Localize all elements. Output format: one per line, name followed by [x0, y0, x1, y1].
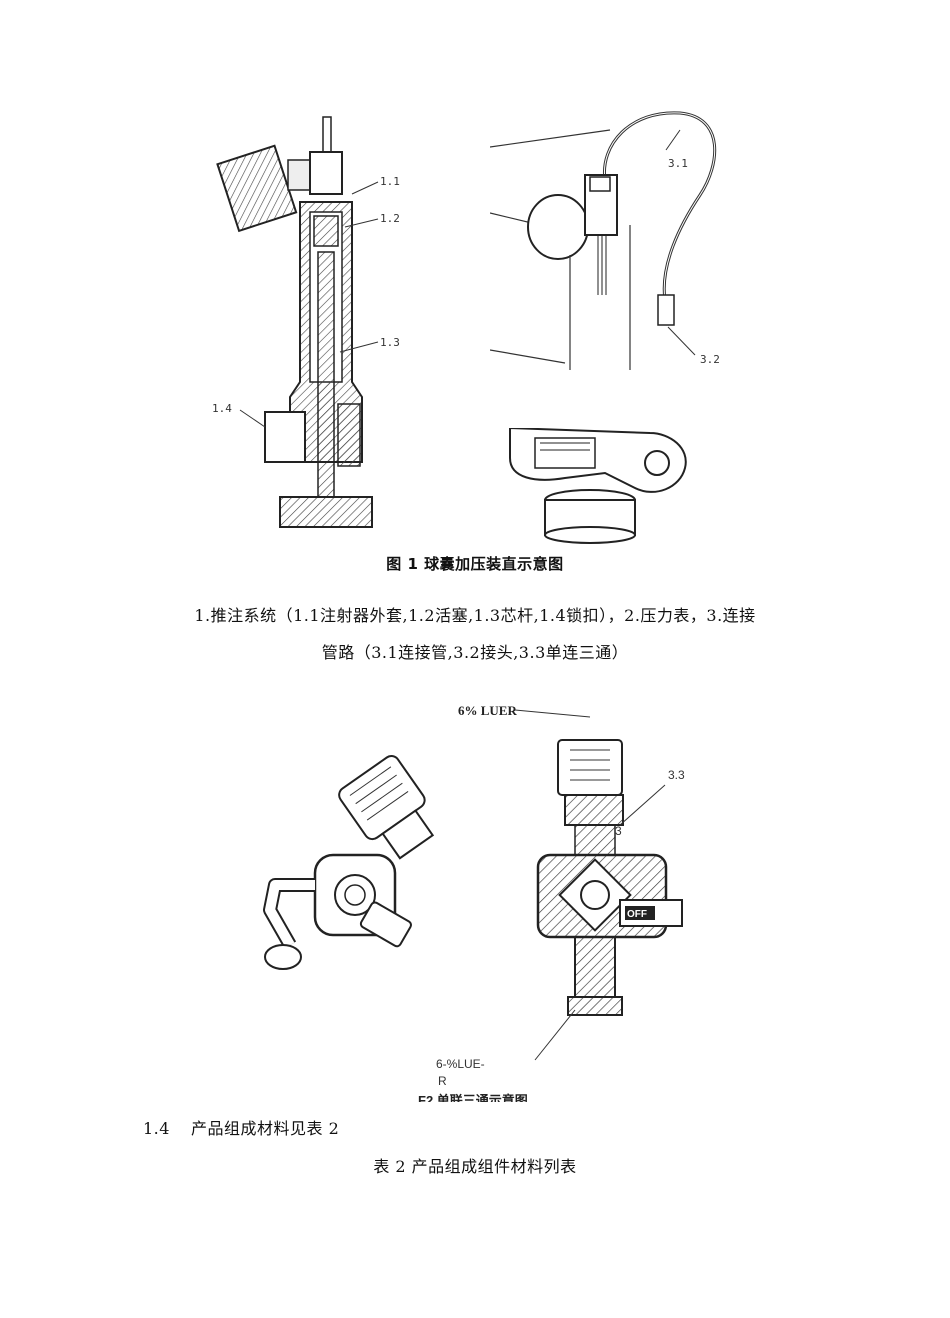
figure2-caption: F2 单联三通示意图 — [418, 1093, 528, 1102]
label-3-2: 3.2 — [700, 353, 720, 366]
label-1-2: 1.2 — [380, 212, 400, 225]
figure2-valve-front-drawing: 6% LUER OFF 3.3 3 6-%LUE- R — [420, 695, 710, 1095]
figure2-valve-angled-drawing — [255, 745, 495, 985]
label-3-3: 3.3 — [668, 768, 685, 782]
section-text: 产品组成材料见表 2 — [191, 1119, 340, 1138]
label-1-4: 1.4 — [212, 402, 232, 415]
figure1-caption: 图 1 球囊加压装直示意图 — [386, 555, 564, 573]
section-number: 1.4 — [143, 1119, 170, 1138]
label-6-luer-bottom-1: 6-%LUE- — [436, 1057, 485, 1071]
figure1-tubing-drawing: 3.1 3.2 — [490, 105, 730, 370]
label-6-luer-top: 6% LUER — [458, 703, 517, 718]
label-1-1: 1.1 — [380, 175, 400, 188]
section-heading: 1.4 产品组成材料见表 2 — [143, 1115, 339, 1139]
label-6-luer-bottom-2: R — [438, 1074, 447, 1088]
off-label: OFF — [627, 909, 647, 920]
figure1-lock-drawing — [505, 428, 695, 548]
legend-line-1: 1.推注系统（1.1注射器外套,1.2活塞,1.3芯杆,1.4锁扣），2.压力表… — [194, 606, 756, 625]
pressure-gauge-shape — [216, 144, 298, 233]
figure1-syringe-drawing: 1.1 1.2 1.3 1.4 — [210, 112, 420, 532]
label-1-3: 1.3 — [380, 336, 400, 349]
table-title: 表 2 产品组成组件材料列表 — [373, 1157, 577, 1176]
label-3-1: 3.1 — [668, 157, 688, 170]
legend-line-2: 管路（3.1连接管,3.2接头,3.3单连三通） — [321, 643, 629, 662]
label-3: 3 — [615, 824, 622, 838]
